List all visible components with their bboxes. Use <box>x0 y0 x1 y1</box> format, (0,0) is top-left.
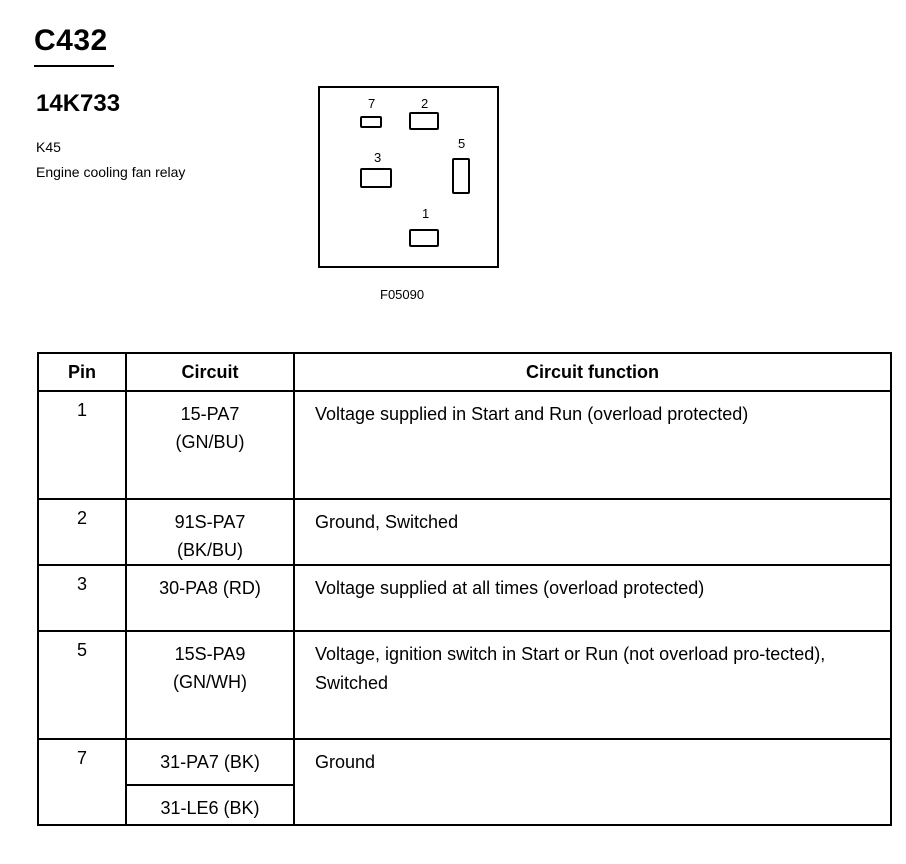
header-circuit: Circuit <box>125 352 295 392</box>
cell-pin: 3 <box>37 564 127 632</box>
cell-pin: 1 <box>37 390 127 500</box>
cell-circuit: 15S-PA9 (GN/WH) <box>125 630 295 740</box>
circuit-line: 30-PA8 (RD) <box>159 578 261 598</box>
circuit-line: (GN/WH) <box>173 672 247 692</box>
part-number: 14K733 <box>36 90 121 117</box>
cell-circuit: 91S-PA7 (BK/BU) <box>125 498 295 566</box>
table-row: 3 30-PA8 (RD) Voltage supplied at all ti… <box>37 564 892 632</box>
table-row: 1 15-PA7 (GN/BU) Voltage supplied in Sta… <box>37 390 892 500</box>
table-row: 7 31-PA7 (BK) 31-LE6 (BK) Ground <box>37 738 892 826</box>
connector-id: C432 <box>34 24 108 57</box>
header-circuit-function: Circuit function <box>293 352 892 392</box>
cell-function: Ground, Switched <box>293 498 892 566</box>
cell-pin: 7 <box>37 738 127 826</box>
figure-reference: F05090 <box>380 287 425 302</box>
circuit-subline: 31-LE6 (BK) <box>127 784 293 824</box>
cell-function: Ground <box>293 738 892 826</box>
circuit-line: (GN/BU) <box>175 432 245 452</box>
connector-id-underline <box>34 65 114 67</box>
pin-slot-7 <box>360 116 382 128</box>
connector-face-diagram: 7 2 3 5 1 <box>318 86 499 268</box>
table-row: 2 91S-PA7 (BK/BU) Ground, Switched <box>37 498 892 566</box>
header-pin: Pin <box>37 352 127 392</box>
component-name: Engine cooling fan relay <box>36 164 186 180</box>
circuit-line: 91S-PA7 <box>174 512 246 532</box>
cell-circuit: 31-PA7 (BK) 31-LE6 (BK) <box>125 738 295 826</box>
pin-label-1: 1 <box>422 206 430 221</box>
cell-function: Voltage, ignition switch in Start or Run… <box>293 630 892 740</box>
pin-label-7: 7 <box>368 96 376 111</box>
pin-label-2: 2 <box>421 96 429 111</box>
cell-pin: 5 <box>37 630 127 740</box>
circuit-line: 15-PA7 <box>180 404 240 424</box>
circuit-line: 15S-PA9 <box>174 644 246 664</box>
table-row: 5 15S-PA9 (GN/WH) Voltage, ignition swit… <box>37 630 892 740</box>
cell-circuit: 30-PA8 (RD) <box>125 564 295 632</box>
circuit-line: 31-PA7 (BK) <box>160 752 260 772</box>
pin-label-5: 5 <box>458 136 466 151</box>
cell-pin: 2 <box>37 498 127 566</box>
pin-slot-2 <box>409 112 439 130</box>
cell-circuit: 15-PA7 (GN/BU) <box>125 390 295 500</box>
pin-slot-5 <box>452 158 470 194</box>
pin-slot-3 <box>360 168 392 188</box>
pin-label-3: 3 <box>374 150 382 165</box>
cell-function: Voltage supplied at all times (overload … <box>293 564 892 632</box>
pin-slot-1 <box>409 229 439 247</box>
circuit-line: (BK/BU) <box>176 540 243 560</box>
component-code: K45 <box>36 139 61 155</box>
cell-function: Voltage supplied in Start and Run (overl… <box>293 390 892 500</box>
table-header-row: Pin Circuit Circuit function <box>37 352 892 392</box>
pin-table: Pin Circuit Circuit function 1 15-PA7 (G… <box>37 352 892 826</box>
